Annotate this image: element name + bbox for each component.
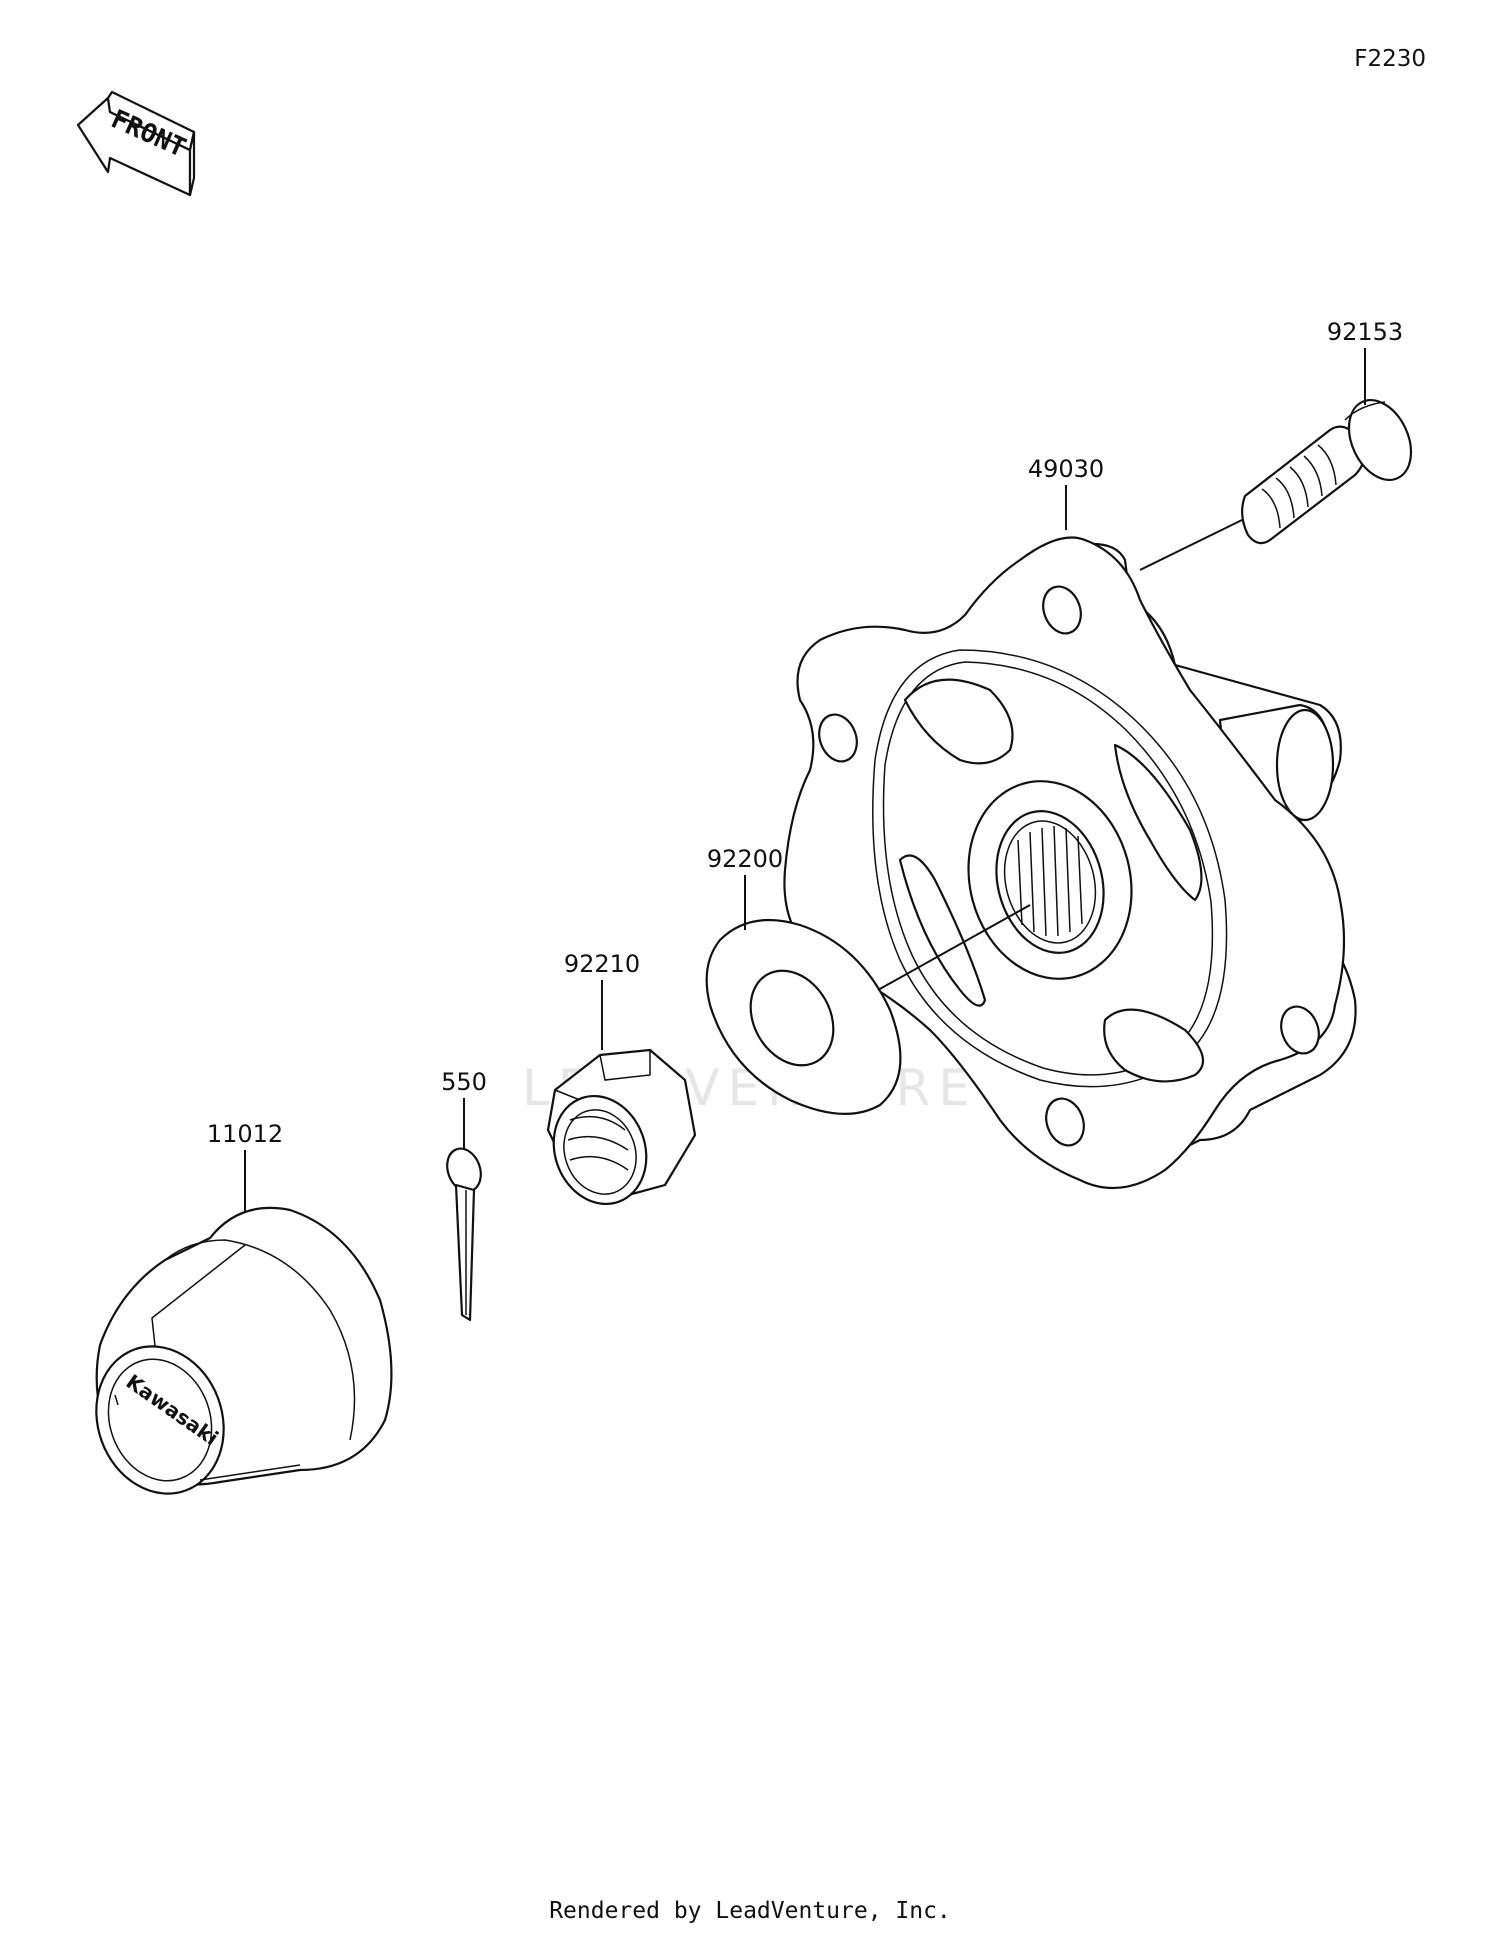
part-label-550[interactable]: 550 bbox=[441, 1068, 487, 1096]
cotter-pin-550 bbox=[446, 1147, 482, 1322]
part-label-92210[interactable]: 92210 bbox=[564, 950, 640, 978]
washer-92200 bbox=[705, 918, 902, 1115]
leader-92153-b bbox=[1139, 519, 1243, 571]
part-label-49030[interactable]: 49030 bbox=[1028, 455, 1104, 483]
figure-code: F2230 bbox=[1354, 46, 1426, 72]
nut-92210 bbox=[546, 1048, 697, 1206]
part-label-92153[interactable]: 92153 bbox=[1327, 318, 1403, 346]
leader-92200-b bbox=[877, 904, 1031, 991]
hub-49030 bbox=[783, 536, 1357, 1190]
part-label-92200[interactable]: 92200 bbox=[707, 845, 783, 873]
front-arrow-icon: FRONT bbox=[76, 90, 196, 197]
spline-lines bbox=[1017, 825, 1083, 937]
stud-bolt-92153 bbox=[1241, 399, 1413, 545]
cap-11012: Kawasaki bbox=[95, 1206, 393, 1495]
part-label-11012[interactable]: 11012 bbox=[207, 1120, 283, 1148]
footer-credit: Rendered by LeadVenture, Inc. bbox=[549, 1898, 951, 1924]
